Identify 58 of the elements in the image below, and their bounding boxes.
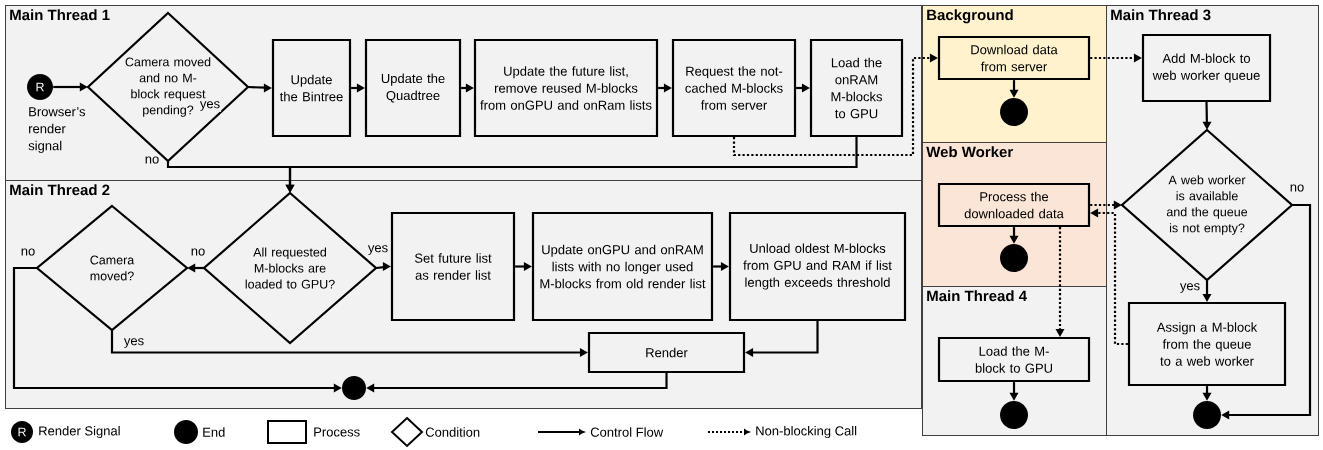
process-box: Set future list as render list <box>390 211 516 322</box>
arrow <box>515 262 532 271</box>
end-circle <box>342 376 366 400</box>
dotted-arrow <box>732 53 938 157</box>
legend-label: Render Signal <box>39 425 120 439</box>
edge-label: no <box>19 247 37 257</box>
legend-label: Condition <box>425 427 480 437</box>
edge-label: yes <box>122 337 146 349</box>
arrow <box>187 263 204 273</box>
process-box: Load the M-block to GPU <box>937 336 1091 383</box>
process-box: Request the not-cached M-blocks from server <box>671 38 797 138</box>
arrow <box>248 83 272 93</box>
arrow <box>12 266 342 393</box>
edge-label: yes <box>1178 282 1202 294</box>
process-box: Load the onRAM M-blocks to GPU <box>809 38 904 138</box>
process-box: Download data from server <box>937 35 1091 81</box>
end-circle <box>1193 401 1221 429</box>
end-circle <box>1000 244 1028 272</box>
signal-caption: Browser’s render signal <box>28 107 86 153</box>
arrow <box>351 83 365 93</box>
process-box: Unload oldest M-blocks from GPU and RAM if list length exceeds threshold <box>728 211 907 322</box>
arrow <box>713 262 729 271</box>
arrow <box>461 83 474 93</box>
process-box: Process the downloaded data <box>937 182 1091 228</box>
arrow <box>1202 102 1212 130</box>
arrow <box>110 330 588 357</box>
arrow <box>1221 203 1312 420</box>
dotted-arrow <box>1090 53 1142 63</box>
arrow <box>1009 227 1019 244</box>
process-box: Update the Bintree <box>271 38 352 138</box>
process-box: Render <box>587 331 746 374</box>
dotted-arrow <box>1090 200 1122 210</box>
arrow <box>1009 382 1019 401</box>
dotted-arrow <box>1090 208 1128 346</box>
arrow <box>53 82 88 92</box>
legend-label: Process <box>314 427 360 437</box>
legend-label: Control Flow <box>590 427 664 437</box>
arrow <box>796 83 810 93</box>
process-box: Assign a M-block from the queue to a web worker <box>1127 301 1287 387</box>
end-circle <box>1000 98 1028 126</box>
arrow <box>1202 280 1212 302</box>
arrow <box>376 262 391 271</box>
legend-label: Non-blocking Call <box>756 425 857 439</box>
arrow <box>285 137 858 193</box>
process-box: Update the future list, remove reused M-blocks from onGPU and onRam lists <box>473 38 659 138</box>
dotted-arrow <box>1055 227 1065 337</box>
arrow <box>1202 386 1212 401</box>
process-box: Update onGPU and onRAM lists with no longer used M-blocks from old render list <box>531 211 714 322</box>
arrow <box>1009 80 1019 98</box>
process-box: Update the Quadtree <box>364 38 462 138</box>
arrow <box>658 83 672 93</box>
process-box: Add M-block to web worker queue <box>1141 33 1272 103</box>
arrow <box>745 321 819 357</box>
legend-label: End <box>203 427 225 437</box>
edge-label: yes <box>198 100 222 112</box>
arrow <box>366 373 668 393</box>
edge-label: no <box>143 155 161 165</box>
end-circle <box>1000 401 1028 429</box>
